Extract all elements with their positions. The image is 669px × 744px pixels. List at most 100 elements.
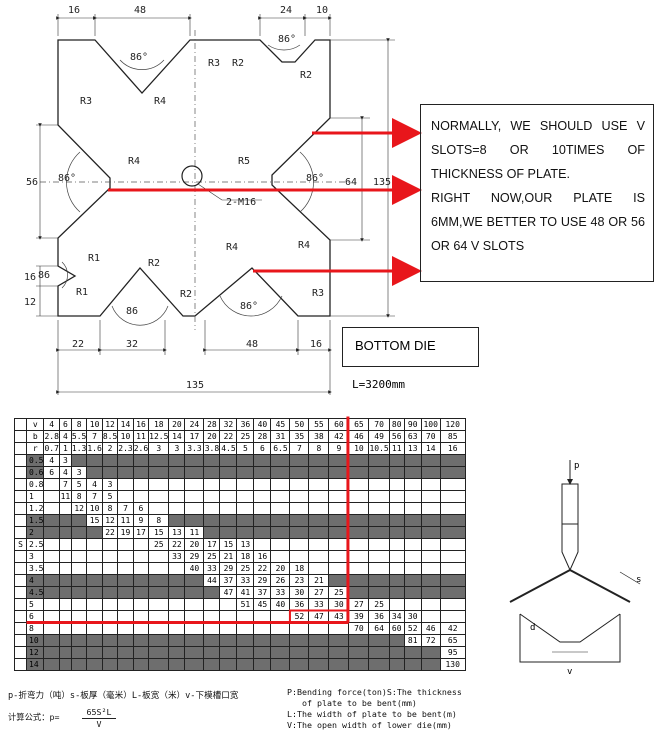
force-cell <box>219 502 238 515</box>
force-cell <box>101 538 119 551</box>
force-cell <box>168 490 186 503</box>
radius-label: R4 <box>298 240 310 251</box>
force-cell <box>132 610 150 623</box>
radius-label: R2 <box>232 58 244 69</box>
header-cell: 11 <box>388 442 405 455</box>
force-cell: 43 <box>328 610 350 623</box>
radius-label: R5 <box>238 156 250 167</box>
header-cell: 1.6 <box>86 442 103 455</box>
force-cell: 25 <box>236 562 255 575</box>
thickness-s-label: s <box>636 575 641 585</box>
header-cell: 24 <box>184 418 205 431</box>
force-cell <box>43 598 60 611</box>
force-cell <box>86 658 103 671</box>
force-cell <box>420 490 441 503</box>
force-cell <box>117 646 134 659</box>
header-cell: 6 <box>58 418 72 431</box>
force-cell <box>86 466 103 479</box>
force-cell <box>184 502 205 515</box>
force-cell <box>148 466 170 479</box>
force-cell <box>348 454 370 467</box>
force-cell <box>203 598 221 611</box>
force-cell: 33 <box>270 586 291 599</box>
force-cell <box>403 598 422 611</box>
force-cell <box>289 478 310 491</box>
s-axis-cell <box>14 526 27 539</box>
force-cell <box>117 598 134 611</box>
header-cell: 5.5 <box>70 430 88 443</box>
force-cell <box>132 538 150 551</box>
thickness-cell: 10 <box>25 634 45 647</box>
force-cell: 8 <box>70 490 88 503</box>
force-cell <box>308 634 330 647</box>
force-cell <box>348 478 370 491</box>
header-cell: 7 <box>86 430 103 443</box>
table-corner <box>14 442 27 455</box>
force-cell: 36 <box>368 610 390 623</box>
s-axis-cell <box>14 562 27 575</box>
force-cell <box>148 574 170 587</box>
force-cell <box>43 526 60 539</box>
force-cell <box>253 466 272 479</box>
force-cell <box>101 562 119 575</box>
force-cell: 25 <box>368 598 390 611</box>
header-cell: 90 <box>403 418 422 431</box>
force-cell: 36 <box>289 598 310 611</box>
force-cell <box>403 526 422 539</box>
force-cell: 7 <box>117 502 134 515</box>
force-cell <box>70 646 88 659</box>
cn-formula-label: 计算公式：p= <box>8 712 60 722</box>
dim-24-top: 24 <box>280 5 292 16</box>
force-cell <box>184 634 205 647</box>
thickness-cell: 4 <box>25 574 45 587</box>
header-cell: 3.8 <box>203 442 221 455</box>
force-cell <box>43 490 60 503</box>
force-cell <box>403 514 422 527</box>
force-cell: 52 <box>289 610 310 623</box>
force-cell <box>420 574 441 587</box>
force-cell <box>70 538 88 551</box>
force-cell <box>43 574 60 587</box>
thickness-cell: 2.5 <box>25 538 45 551</box>
header-cell: 11 <box>132 430 150 443</box>
force-cell <box>117 490 134 503</box>
force-cell <box>101 622 119 635</box>
force-cell <box>420 550 441 563</box>
force-cell <box>70 598 88 611</box>
force-cell <box>184 622 205 635</box>
force-cell <box>101 646 119 659</box>
angle-label: 86° <box>130 52 148 63</box>
force-cell <box>168 598 186 611</box>
bottom-die-label: BOTTOM DIE <box>342 327 479 367</box>
force-cell <box>270 550 291 563</box>
force-cell <box>132 598 150 611</box>
force-cell <box>368 550 390 563</box>
angle-label: 86° <box>240 301 258 312</box>
force-p-label: p <box>574 461 579 471</box>
header-cell: 70 <box>368 418 390 431</box>
force-cell <box>328 574 350 587</box>
die-outline <box>57 39 331 317</box>
s-axis-cell <box>14 634 27 647</box>
force-cell: 29 <box>184 550 205 563</box>
force-cell <box>420 514 441 527</box>
force-cell <box>439 562 466 575</box>
force-cell: 8 <box>101 502 119 515</box>
force-cell <box>270 466 291 479</box>
force-cell <box>368 478 390 491</box>
force-cell <box>148 598 170 611</box>
radius-label: R1 <box>88 253 100 264</box>
force-cell <box>86 538 103 551</box>
force-cell <box>236 514 255 527</box>
force-cell <box>270 526 291 539</box>
en-legend-line: L:The width of plate to be bent(m) <box>287 709 457 719</box>
force-cell <box>403 574 422 587</box>
force-cell: 41 <box>236 586 255 599</box>
force-cell <box>308 514 330 527</box>
force-cell: 12 <box>101 514 119 527</box>
force-cell <box>70 526 88 539</box>
force-cell <box>101 598 119 611</box>
force-cell <box>420 454 441 467</box>
force-cell: 3 <box>101 478 119 491</box>
